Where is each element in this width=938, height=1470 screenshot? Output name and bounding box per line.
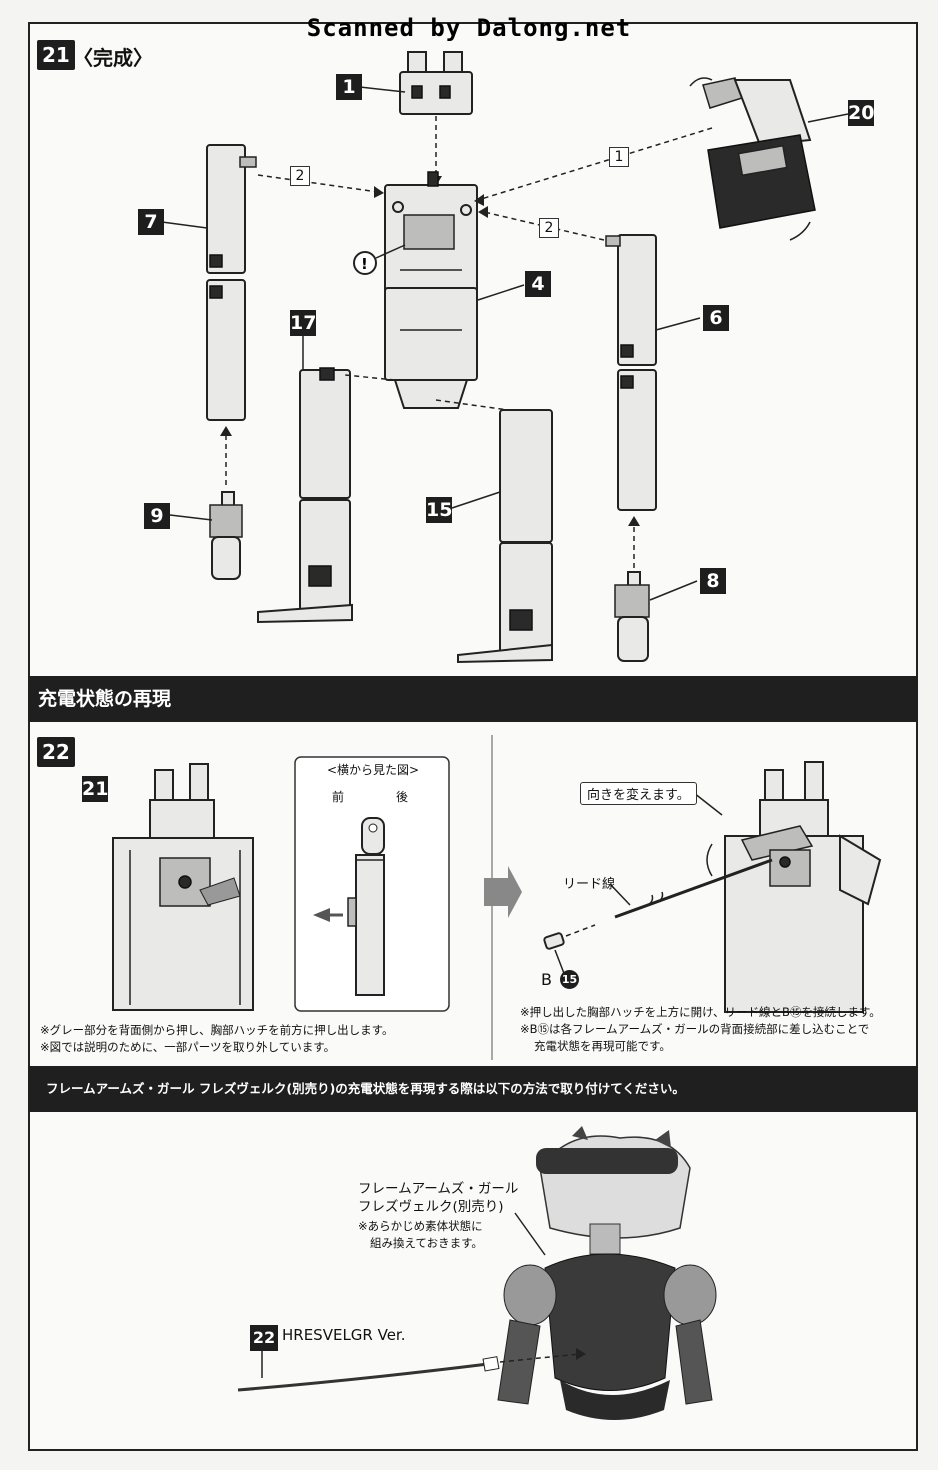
order-mark-1: 1: [609, 147, 629, 167]
figure-note-line-2: 組み換えておきます。: [370, 1236, 483, 1250]
part-7-label: 7: [138, 209, 164, 235]
bottom-section-banner: フレームアームズ・ガール フレズヴェルク(別売り)の充電状態を再現する際は以下の…: [28, 1066, 918, 1112]
part-17-label: 17: [290, 310, 317, 336]
cable-label: HRESVELGR Ver.: [282, 1326, 406, 1344]
figure-drawing: [497, 1126, 717, 1420]
figure-name-line-2: フレズヴェルク(別売り): [358, 1199, 504, 1215]
part-4-drawing: [384, 171, 478, 409]
lead-wire-label: リード線: [563, 877, 616, 892]
part-6-drawing: [605, 234, 657, 511]
order-mark-2-left: 2: [290, 166, 310, 186]
note-right-2: ※B⑮は各フレームアームズ・ガールの背面接続部に差し込むことで: [520, 1022, 870, 1036]
part-20-drawing: [702, 77, 816, 229]
note-right-1: ※押し出した胸部ハッチを上方に開け、リード線とB⑮を接続します。: [520, 1005, 881, 1019]
step-22-badge: 22: [37, 737, 75, 767]
part-15-drawing: [457, 409, 553, 664]
part-1-drawing: [399, 51, 473, 115]
side-view-title: <横から見た図>: [326, 763, 420, 777]
part-9-label: 9: [144, 503, 170, 529]
part-15-label: 15: [426, 497, 453, 523]
part-b-label: B: [541, 970, 552, 989]
side-view-front: 前: [332, 790, 345, 804]
step-22-right-drawing: [706, 761, 882, 1013]
step-21-badge: 21: [37, 40, 75, 70]
step-22-left-drawing: [112, 763, 254, 1011]
cable-drawing: [237, 1362, 489, 1392]
part-6-label: 6: [703, 305, 729, 331]
step-22-base-part-label: 21: [82, 776, 109, 802]
side-view-drawing: [313, 817, 385, 996]
figure-name-line-1: フレームアームズ・ガール: [358, 1181, 519, 1197]
svg-text:!: !: [361, 255, 368, 273]
section-charge-title: 充電状態の再現: [28, 676, 918, 722]
part-8-drawing: [614, 571, 650, 662]
part-9-drawing: [209, 491, 243, 580]
part-17-drawing: [257, 367, 353, 624]
flow-arrow: [484, 866, 522, 918]
note-left-1: ※グレー部分を背面側から押し、胸部ハッチを前方に押し出します。: [40, 1023, 394, 1037]
note-right-3: 充電状態を再現可能です。: [534, 1039, 671, 1053]
cable-part-badge: 22: [250, 1325, 278, 1351]
part-20-label: 20: [848, 100, 875, 126]
part-b-number: 15: [560, 970, 579, 989]
order-mark-2-right: 2: [539, 218, 559, 238]
step-21-title: 〈完成〉: [73, 46, 153, 70]
direction-label: 向きを変えます。: [580, 782, 697, 805]
part-7-drawing: [206, 144, 257, 421]
scan-credit: Scanned by Dalong.net: [306, 14, 632, 42]
side-view-back: 後: [396, 790, 409, 804]
figure-note-line-1: ※あらかじめ素体状態に: [358, 1219, 483, 1233]
part-8-label: 8: [700, 568, 726, 594]
note-left-2: ※図では説明のために、一部パーツを取り外しています。: [40, 1040, 336, 1054]
part-1-label: 1: [336, 74, 362, 100]
part-4-label: 4: [525, 271, 551, 297]
